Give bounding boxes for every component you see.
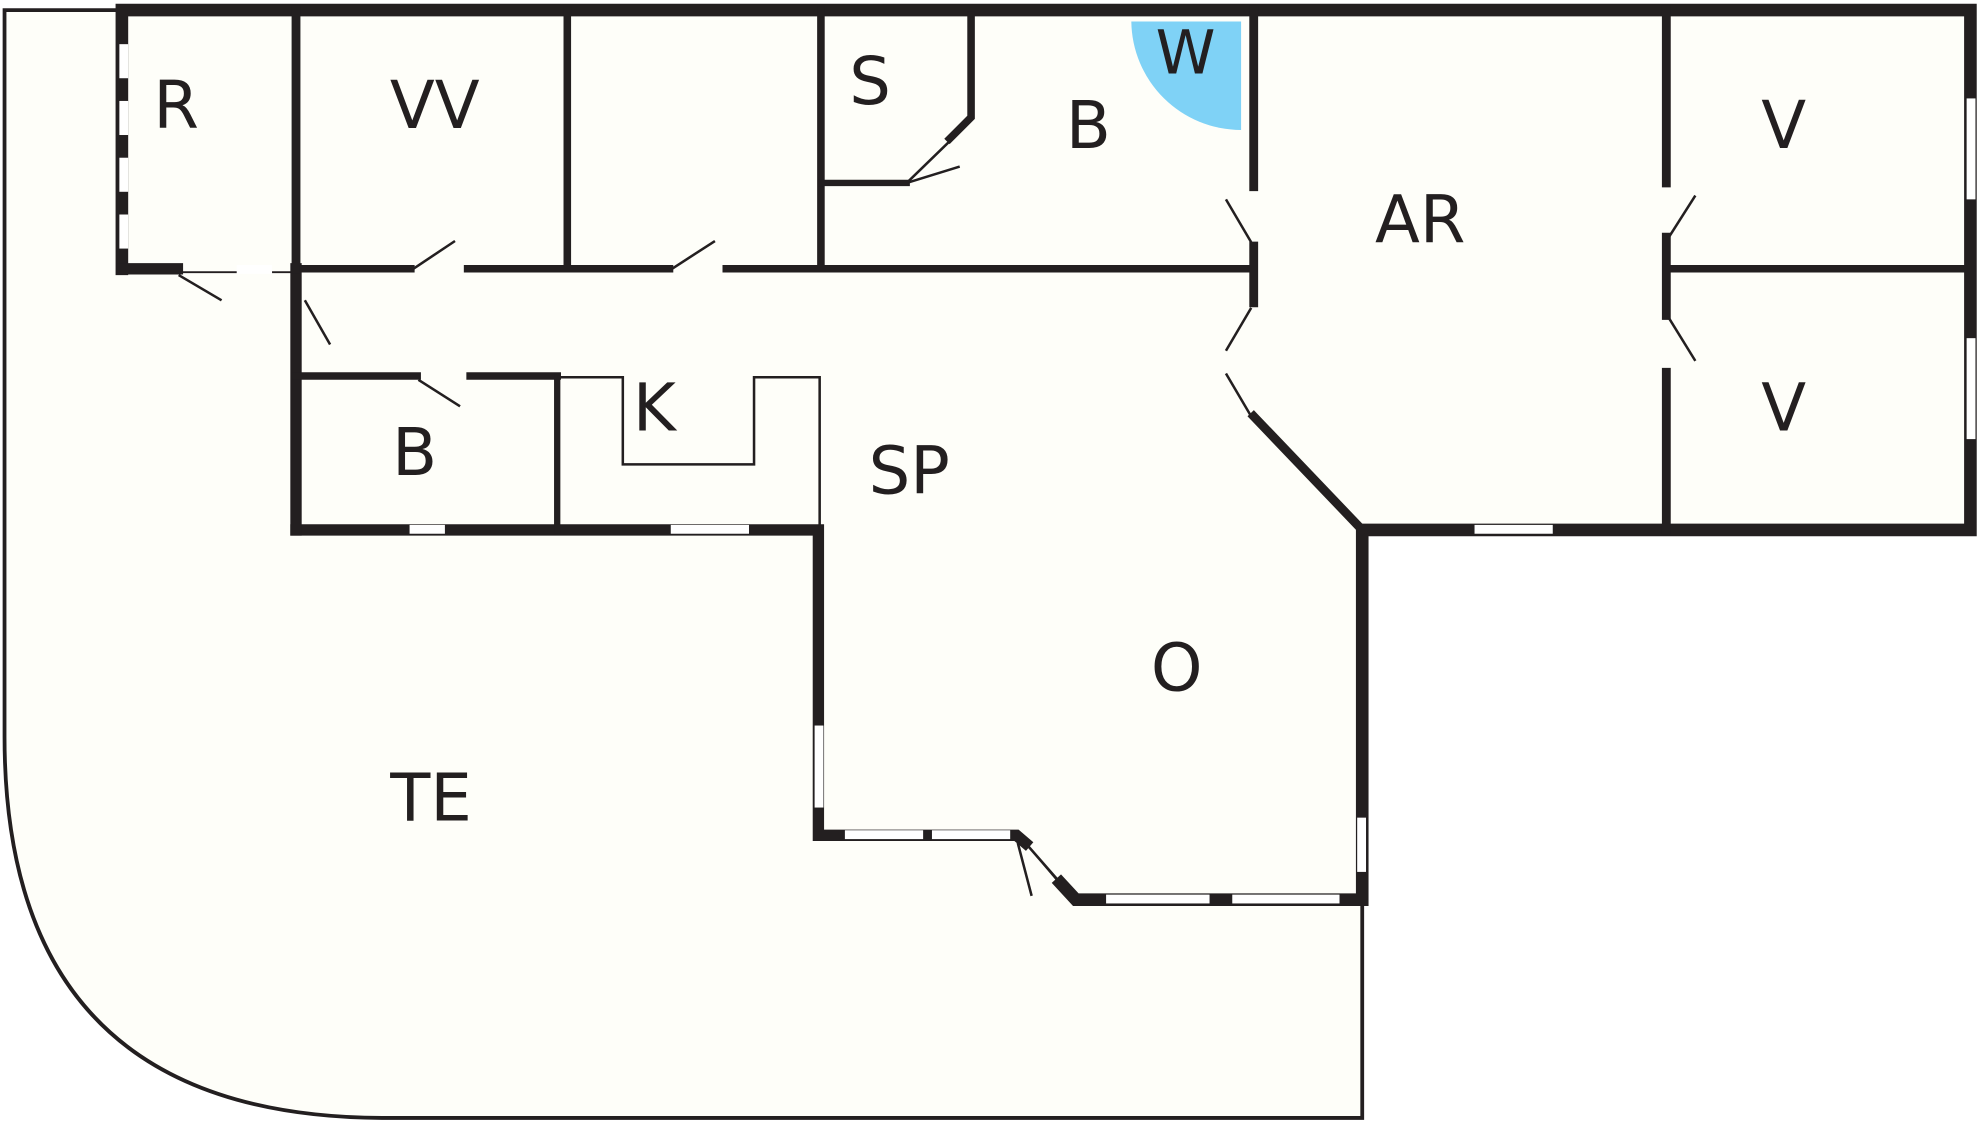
room-label-vv: VV [390,68,480,144]
room-label-ar: AR [1375,183,1465,259]
window [1966,338,1976,440]
hot-tub-icon [1131,21,1242,130]
window [814,725,824,808]
door-swing [303,299,332,346]
room-label-b-left: B [392,415,437,491]
door-swing [905,137,954,184]
window [1357,817,1367,872]
window [409,524,445,534]
door-swing [417,378,461,408]
room-label-sp: SP [869,434,950,510]
window [119,157,129,192]
door-swing [906,165,961,185]
room-label-k: K [633,371,678,447]
room-label-v-top: V [1761,88,1806,164]
window [119,100,129,136]
walls [115,3,1977,906]
door-swing [1667,317,1697,362]
door-swing [178,273,223,302]
window [119,44,129,79]
window [931,830,1011,840]
window [844,830,924,840]
room-label-te: TE [389,761,472,837]
door-swing [412,239,456,270]
room-label-o: O [1151,631,1203,707]
window [1106,894,1210,904]
room-label-s: S [849,44,891,120]
room-label-v-bottom: V [1761,371,1806,447]
door-swing [1224,372,1253,418]
window [670,524,749,534]
window [1232,894,1340,904]
window [1474,524,1553,534]
kitchen-counter [557,376,821,530]
doors [178,137,1697,897]
door-swing [671,239,716,270]
window [236,264,273,274]
room-label-r: R [153,68,199,144]
door-swing [1224,307,1253,352]
window [1966,98,1976,200]
room-label-b-top: B [1066,88,1111,164]
windows [119,44,1976,904]
door-swing [1224,198,1253,243]
house-floor [120,6,1973,901]
window [119,214,129,249]
room-label-w: W [1156,18,1216,88]
door-swing [1024,842,1062,885]
door-swing [1016,842,1033,897]
door-swing [1667,194,1697,238]
